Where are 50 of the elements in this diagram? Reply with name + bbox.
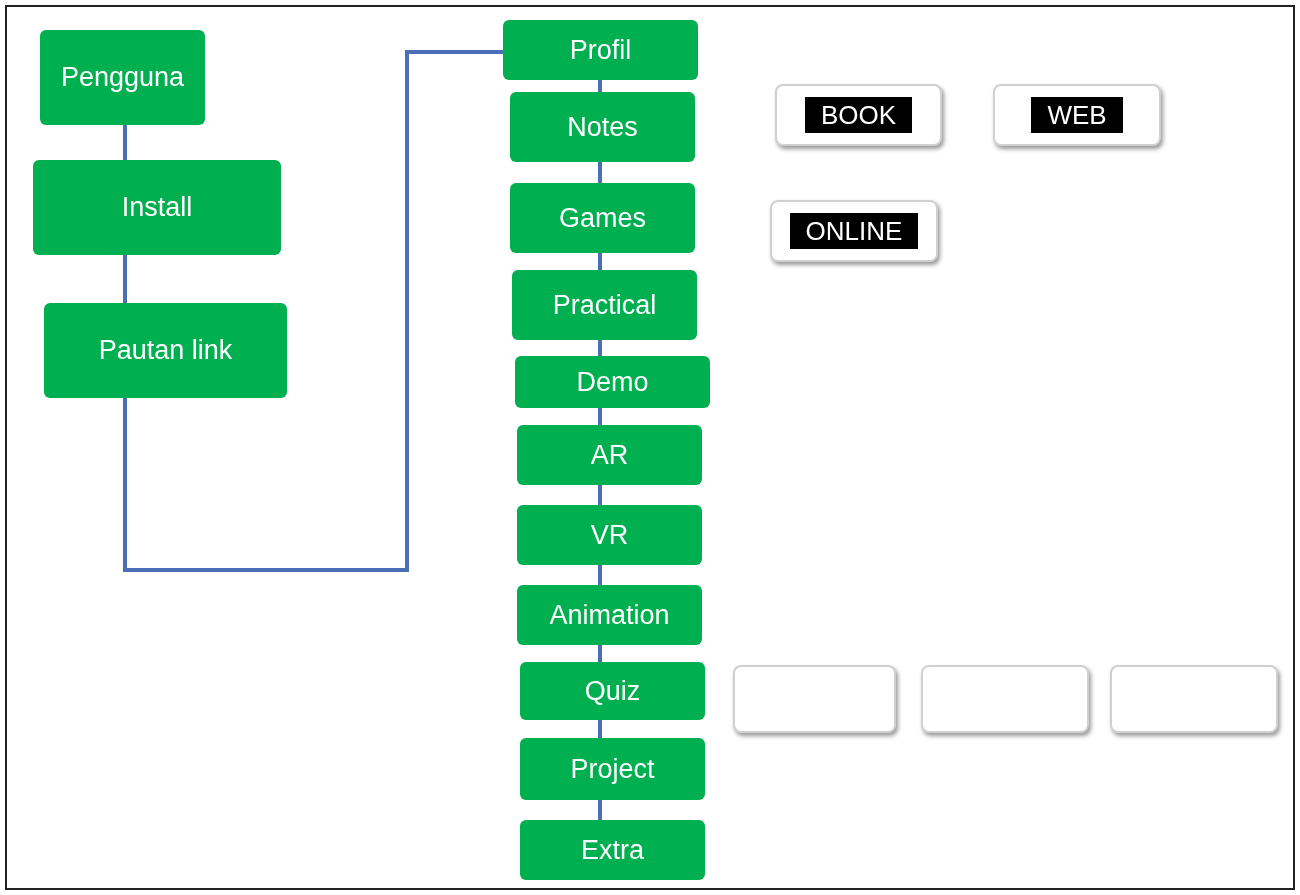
connector-line (598, 720, 602, 738)
node-label: Quiz (584, 674, 641, 708)
process-box (517, 585, 702, 645)
connector-line (598, 408, 602, 425)
node-label: Profil (569, 33, 632, 67)
option-box (733, 665, 896, 733)
node-label: Project (570, 752, 655, 786)
node-label: VR (590, 518, 629, 552)
process-box (33, 160, 281, 255)
node-label: Practical (552, 288, 657, 322)
connector-line (123, 255, 127, 303)
node-label: Notes (567, 110, 638, 144)
node-label: AR (590, 438, 629, 472)
node-label: BOOK (804, 97, 913, 133)
option-box (993, 84, 1161, 146)
connector-line (598, 800, 602, 820)
process-box (40, 30, 205, 125)
process-box (517, 505, 702, 565)
process-box (515, 356, 710, 408)
process-box (503, 20, 698, 80)
node-label: Extra (581, 833, 644, 867)
node-label: Pautan link (98, 334, 233, 368)
node-label: Animation (549, 598, 670, 632)
node-label: WEB (1031, 97, 1123, 133)
process-box (520, 820, 705, 880)
connector-line (598, 253, 602, 270)
process-box (44, 303, 287, 398)
connector-line (123, 125, 127, 160)
option-box (1110, 665, 1278, 733)
option-box (921, 665, 1089, 733)
node-label: Pengguna (60, 61, 185, 95)
node-label: ONLINE (789, 213, 919, 249)
option-box (775, 84, 942, 146)
option-box (770, 200, 938, 262)
connector-line (123, 50, 503, 572)
node-label: Games (559, 201, 646, 235)
process-box (512, 270, 697, 340)
process-box (510, 183, 695, 253)
connector-line (598, 80, 602, 92)
node-label: Demo (576, 365, 649, 399)
connector-line (598, 340, 602, 356)
process-box (520, 738, 705, 800)
node-label: Install (121, 191, 193, 225)
process-box (510, 92, 695, 162)
connector-line (598, 485, 602, 505)
connector-line (598, 645, 602, 662)
process-box (520, 662, 705, 720)
connector-line (598, 162, 602, 183)
process-box (517, 425, 702, 485)
connector-line (598, 565, 602, 585)
